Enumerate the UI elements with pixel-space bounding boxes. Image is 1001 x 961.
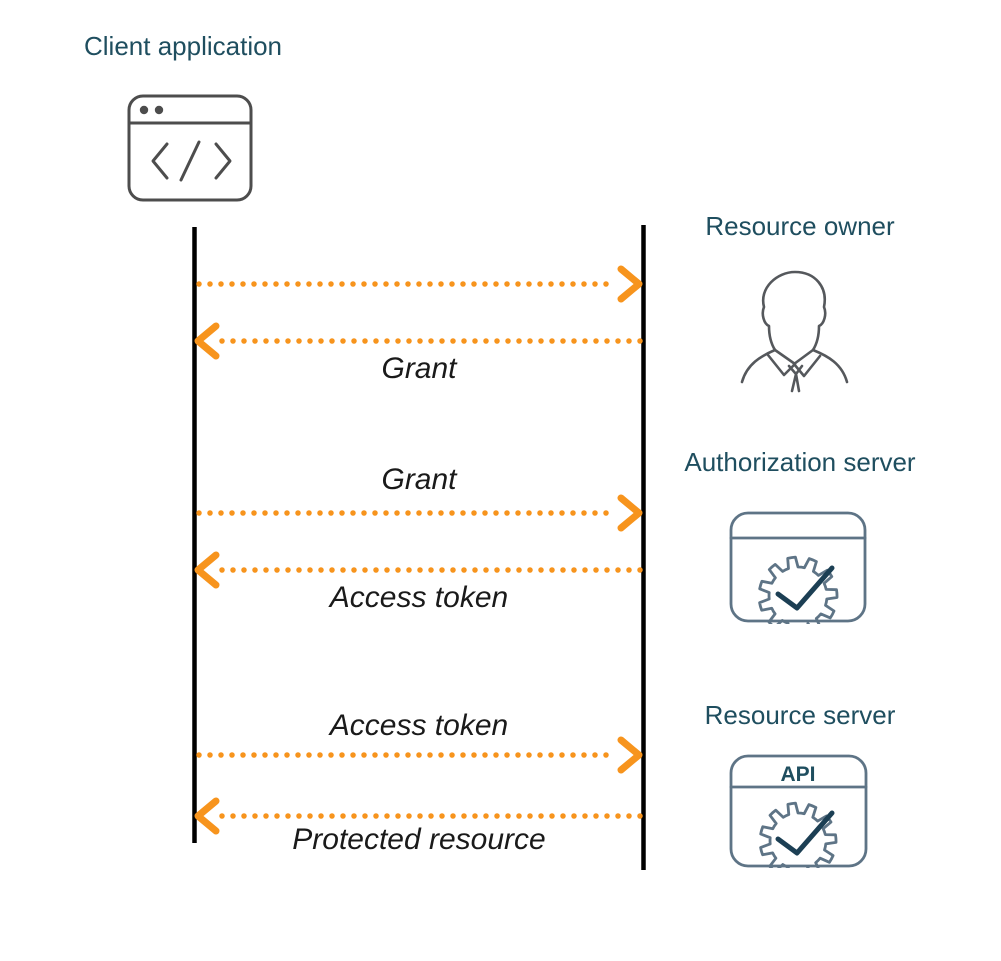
gear-icon [758,555,839,624]
message-label-access-token-1: Access token [329,581,509,614]
checkmark-icon [775,810,835,856]
message-label-grant-1: Grant [381,352,457,385]
message-label-access-token-2: Access token [329,709,509,742]
person-left-shoulder [740,348,777,384]
browser-dot-2 [154,105,164,115]
browser-frame [127,94,253,202]
client-application-title: Client application [84,31,283,61]
api-label: API [780,763,815,786]
arrowhead-right-3 [617,494,643,532]
person-tie [787,364,804,393]
person-head [761,270,827,352]
authorization-server-title: Authorization server [684,447,916,477]
person-collar-left [766,348,797,377]
checkmark-icon [775,565,835,611]
gear-icon [759,801,838,868]
api-window-frame [729,754,868,868]
resource-server-icon: API [729,754,868,868]
resource-owner-title: Resource owner [705,211,895,241]
arrowhead-right-5 [617,736,643,774]
person-icon [740,270,849,393]
message-label-protected-resource: Protected resource [292,823,546,856]
browser-icon [127,94,253,202]
message-label-grant-2: Grant [381,463,457,496]
arrowhead-left-2 [194,322,220,360]
arrowhead-left-4 [194,551,220,589]
browser-dot-1 [139,105,149,115]
code-icon [151,140,232,182]
arrowhead-right-1 [617,265,643,303]
resource-server-title: Resource server [704,700,896,730]
auth-window-frame [729,511,867,623]
arrowhead-left-6 [194,797,220,835]
person-right-shoulder [811,348,849,384]
auth-server-icon [729,511,867,624]
